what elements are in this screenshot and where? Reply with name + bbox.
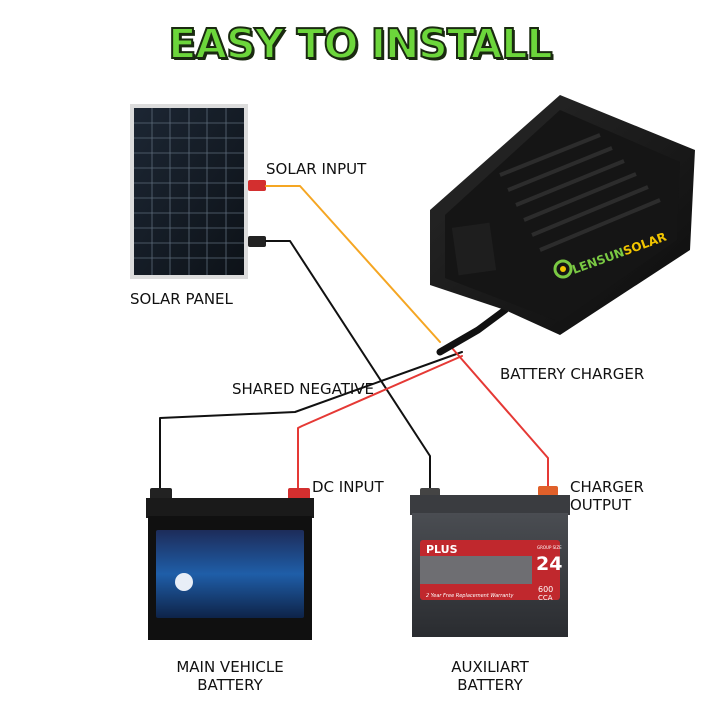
main-battery-caption-line2: BATTERY bbox=[197, 676, 263, 694]
solar-panel-label: SOLAR PANEL bbox=[130, 290, 233, 308]
wire-solar-negative bbox=[265, 240, 431, 489]
solar-panel-grid bbox=[134, 108, 244, 275]
aux-battery-group-size: 24 bbox=[536, 553, 562, 575]
solar-positive-connector bbox=[248, 180, 266, 191]
page-title: EASY TO INSTALL bbox=[167, 19, 553, 69]
aux-battery-cca-unit: CCA bbox=[538, 594, 553, 602]
aux-battery-group-size-label: GROUP SIZE bbox=[537, 545, 562, 550]
charger-logo-sun-icon bbox=[560, 266, 566, 272]
solar-panel bbox=[130, 104, 266, 279]
auxiliary-battery: PLUS GROUP SIZE 24 2 Year Free Replaceme… bbox=[410, 486, 570, 637]
aux-battery-cca-value: 600 bbox=[538, 585, 553, 594]
battery-charger-label: BATTERY CHARGER bbox=[500, 365, 645, 383]
charger-output-label-line1: CHARGER bbox=[570, 478, 644, 496]
aux-battery-positive-terminal bbox=[538, 486, 558, 496]
main-battery-caption: MAIN VEHICLE BATTERY bbox=[155, 658, 305, 694]
battery-charger: LENSUNSOLAR bbox=[430, 95, 695, 335]
wire-solar-positive bbox=[265, 185, 441, 343]
wire-shared-negative bbox=[159, 351, 463, 489]
main-battery-caption-line1: MAIN VEHICLE bbox=[176, 658, 284, 676]
aux-battery-caption-line2: BATTERY bbox=[457, 676, 523, 694]
main-battery-negative-terminal bbox=[150, 488, 172, 500]
dc-input-label: DC INPUT bbox=[312, 478, 384, 496]
charger-label-plate bbox=[451, 222, 497, 276]
aux-battery-caption: AUXILIART BATTERY bbox=[415, 658, 565, 694]
charger-vents bbox=[499, 133, 661, 252]
main-battery-logo-icon bbox=[175, 573, 193, 591]
wires bbox=[159, 185, 549, 489]
main-battery-label bbox=[156, 530, 304, 618]
charger-logo-icon bbox=[553, 259, 573, 279]
shared-negative-label: SHARED NEGATIVE bbox=[232, 380, 375, 398]
aux-battery-brand: PLUS bbox=[426, 543, 458, 556]
aux-battery-warranty: 2 Year Free Replacement Warranty bbox=[426, 593, 514, 599]
wire-charger-output bbox=[451, 347, 549, 489]
solar-input-label: SOLAR INPUT bbox=[266, 160, 367, 178]
main-battery-positive-terminal bbox=[288, 488, 310, 500]
wire-dc-input bbox=[297, 355, 463, 489]
charger-output-label: CHARGER OUTPUT bbox=[570, 478, 644, 514]
solar-negative-connector bbox=[248, 236, 266, 247]
charger-cable-bundle bbox=[436, 306, 509, 356]
charger-output-label-line2: OUTPUT bbox=[570, 496, 632, 514]
aux-battery-caption-line1: AUXILIART bbox=[451, 658, 529, 676]
main-vehicle-battery bbox=[146, 488, 314, 640]
